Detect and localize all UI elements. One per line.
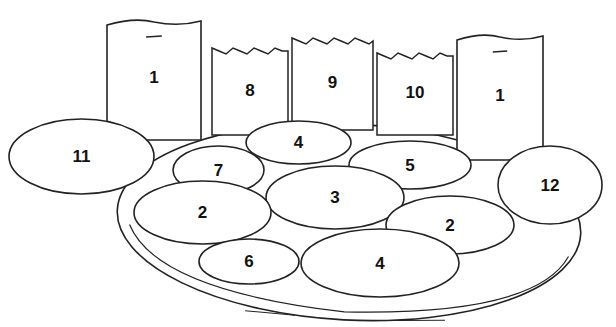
oval-item: 6 [198,238,300,285]
oval-outline [301,229,459,297]
oval-item: 3 [265,165,405,230]
callout-number: 7 [214,162,223,179]
callout-number: 10 [406,84,425,101]
callout-number: 6 [244,253,253,270]
jagged-outline [377,53,453,135]
oval-item: 12 [497,145,603,225]
callout-number: 2 [445,217,454,234]
callout-number: 4 [375,255,384,272]
oval-outline [498,146,602,224]
jagged-item: 10 [375,50,455,135]
cylinder-outline [107,20,201,140]
jagged-item: 9 [290,35,375,130]
callout-number: 8 [245,82,254,99]
oval-outline [246,121,351,164]
cylinder-item: 1 [105,15,203,140]
oval-item: 11 [8,118,155,195]
callout-number: 11 [73,148,91,165]
jagged-item: 8 [210,45,290,135]
callout-number: 2 [198,204,207,221]
jagged-outline [292,38,373,130]
cylinder-mark [146,36,162,37]
oval-outline [9,119,154,194]
oval-item: 2 [133,180,272,245]
jagged-outline [212,48,288,135]
oval-item: 4 [245,120,352,165]
cylinder-item: 1 [455,30,545,160]
cylinder-outline [457,35,543,160]
callout-number: 3 [330,189,339,206]
callout-number: 5 [405,157,414,174]
oval-outline [266,166,404,229]
cylinder-mark [493,51,507,52]
oval-item: 4 [300,228,460,298]
oval-outline [134,181,271,244]
callout-number: 1 [149,69,158,86]
callout-number: 4 [294,134,303,151]
callout-number: 12 [541,177,560,194]
oval-outline [199,239,299,284]
callout-number: 9 [328,74,337,91]
callout-number: 1 [495,87,504,104]
